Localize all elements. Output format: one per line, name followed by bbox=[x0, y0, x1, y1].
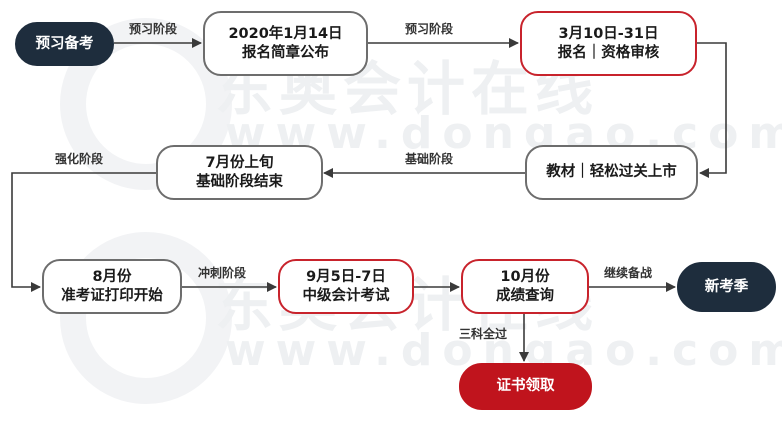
node-score-query: 10月份 成绩查询 bbox=[461, 259, 589, 314]
node-basic-stage-end-date: 7月份上旬 bbox=[205, 155, 274, 172]
node-2020-date: 2020年1月14日 bbox=[228, 26, 343, 43]
arrow-july-to-aug bbox=[11, 172, 156, 292]
edge-label-all-passed: 三科全过 bbox=[459, 327, 508, 341]
node-admission-ticket-desc: 准考证打印开始 bbox=[61, 287, 163, 304]
node-2020-desc: 报名简章公布 bbox=[242, 44, 329, 61]
edge-label-strengthen: 强化阶段 bbox=[55, 152, 104, 166]
node-certificate-label: 证书领取 bbox=[496, 378, 555, 395]
node-admission-ticket-date: 8月份 bbox=[92, 269, 132, 286]
node-registration-desc: 报名｜资格审核 bbox=[557, 44, 660, 61]
node-preview-prep: 预习备考 bbox=[15, 22, 114, 66]
node-certificate: 证书领取 bbox=[459, 363, 592, 410]
node-score-query-date: 10月份 bbox=[500, 269, 550, 286]
node-registration: 3月10日-31日 报名｜资格审核 bbox=[520, 11, 697, 76]
node-textbook-release-label: 教材｜轻松过关上市 bbox=[546, 164, 677, 181]
node-score-query-desc: 成绩查询 bbox=[496, 287, 554, 304]
node-preview-prep-label: 预习备考 bbox=[35, 35, 94, 52]
node-2020-announcement: 2020年1月14日 报名简章公布 bbox=[203, 11, 368, 76]
edge-label-preview-1: 预习阶段 bbox=[129, 22, 178, 36]
node-textbook-release: 教材｜轻松过关上市 bbox=[525, 145, 698, 200]
node-exam-date: 9月5日-7日 bbox=[306, 269, 386, 286]
node-exam: 9月5日-7日 中级会计考试 bbox=[278, 259, 414, 314]
node-admission-ticket: 8月份 准考证打印开始 bbox=[42, 259, 182, 314]
edge-label-continue: 继续备战 bbox=[604, 266, 653, 280]
node-exam-desc: 中级会计考试 bbox=[302, 287, 390, 304]
node-registration-date: 3月10日-31日 bbox=[558, 26, 659, 43]
edge-label-sprint: 冲刺阶段 bbox=[198, 266, 247, 280]
arrow-reg-to-books bbox=[697, 42, 727, 178]
node-new-season: 新考季 bbox=[677, 262, 776, 312]
node-basic-stage-end: 7月份上旬 基础阶段结束 bbox=[156, 145, 323, 200]
node-new-season-label: 新考季 bbox=[704, 278, 749, 295]
edge-label-basic: 基础阶段 bbox=[405, 152, 454, 166]
node-basic-stage-end-desc: 基础阶段结束 bbox=[196, 173, 283, 190]
edge-label-preview-2: 预习阶段 bbox=[405, 22, 454, 36]
